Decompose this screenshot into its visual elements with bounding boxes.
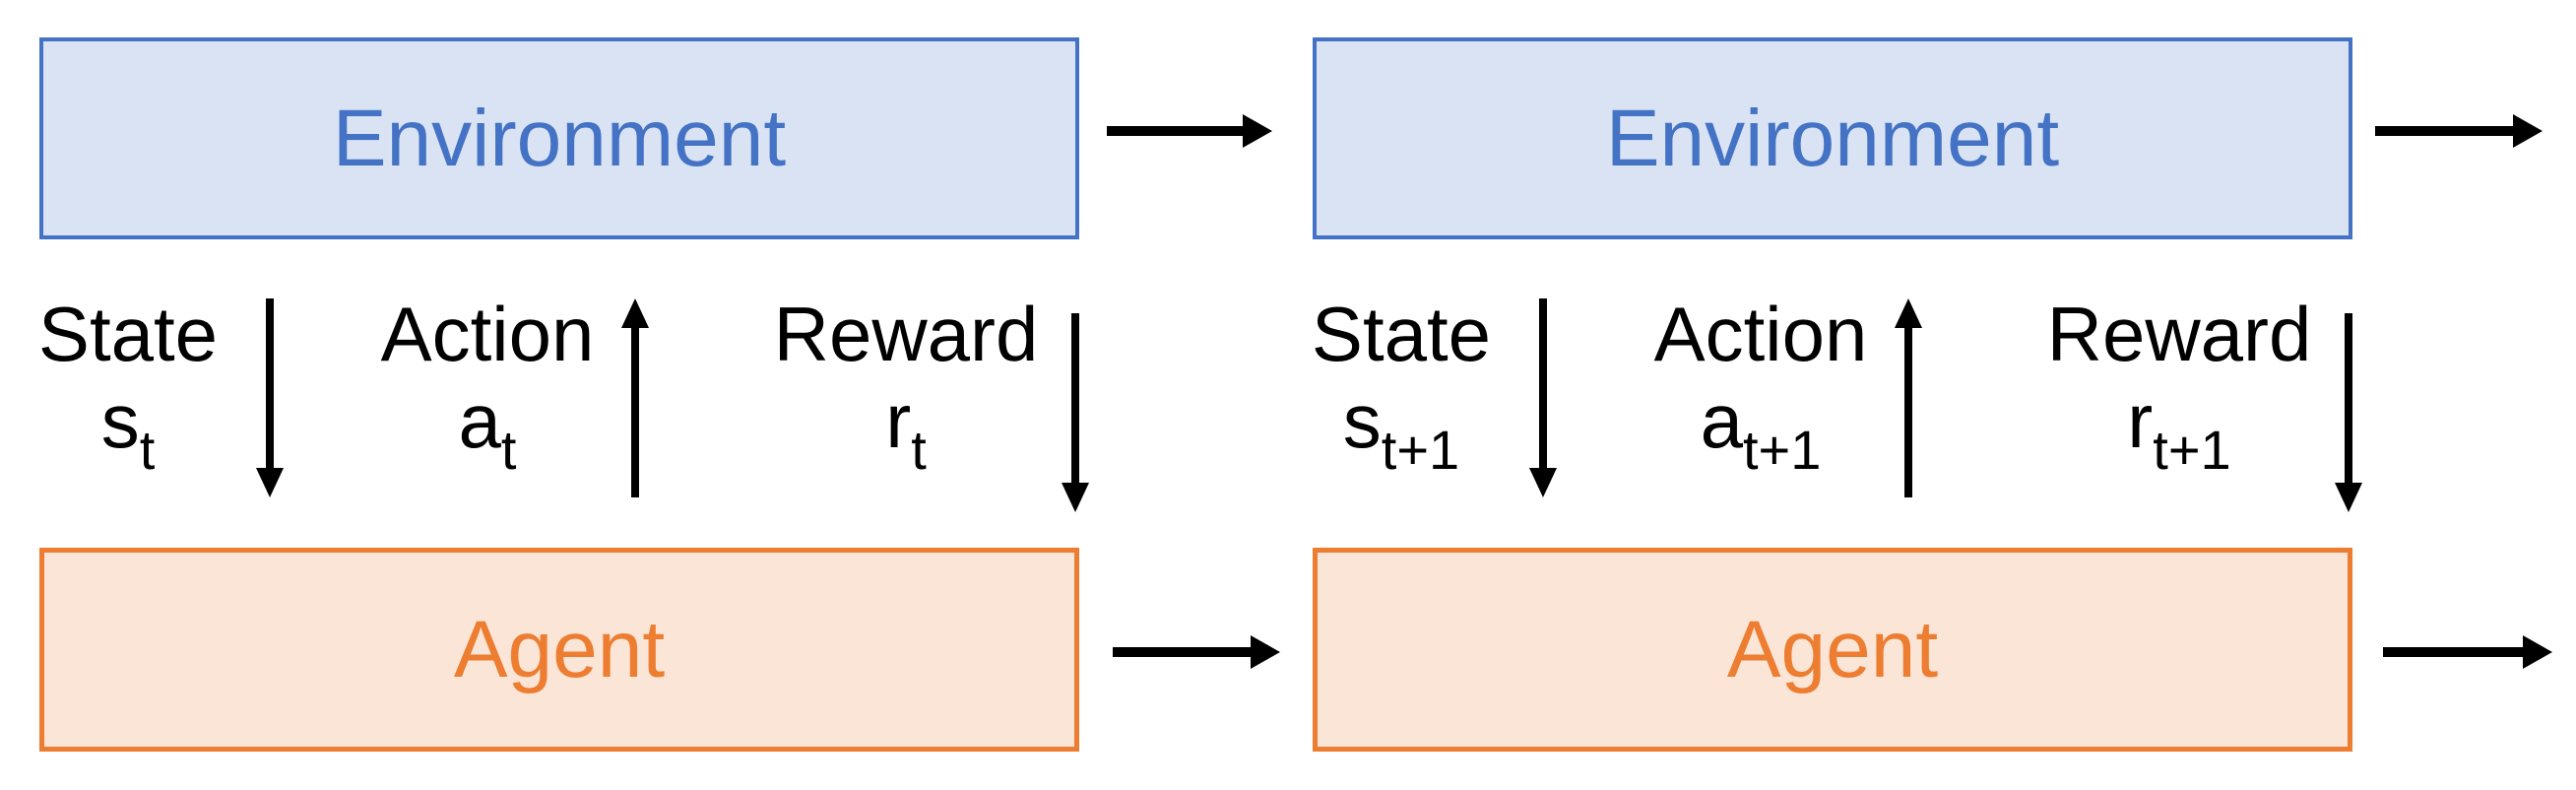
arrow-head [1529,468,1557,497]
arrow-head [1895,298,1922,328]
reward-symbol: rt+1 [2127,377,2231,481]
arrow-head [621,298,649,328]
arrow-head [2513,114,2543,148]
arrow-shaft [266,298,274,472]
agent-box-t: Agent [39,548,1079,752]
arrow-shaft [631,324,639,497]
reward-name: Reward [2046,291,2312,377]
state-symbol: st+1 [1342,377,1460,481]
environment-box-t: Environment [39,37,1079,239]
reward-arrow-down-t [1062,313,1089,512]
state-label-t1: State st+1 [1283,291,1519,481]
arrow-shaft [2375,126,2515,136]
agent-transition-arrow [1113,635,1280,669]
arrow-head [1251,635,1280,669]
arrow-head [256,468,284,497]
agent-label: Agent [1726,604,1939,694]
reward-symbol: rt [885,377,927,481]
reward-name: Reward [773,291,1039,377]
arrow-shaft [2345,313,2352,487]
action-label-t: Action at [350,291,625,481]
arrow-shaft [1904,324,1912,497]
arrow-head [1062,483,1089,512]
environment-label: Environment [332,93,787,183]
action-arrow-up-t [621,298,649,497]
agent-continue-arrow [2383,635,2552,669]
reward-arrow-down-t1 [2335,313,2362,512]
action-arrow-up-t1 [1895,298,1922,497]
state-arrow-down-t1 [1529,298,1557,497]
environment-transition-arrow [1107,114,1272,148]
arrow-shaft [2383,647,2525,657]
action-name: Action [1653,291,1868,377]
state-name: State [1311,291,1492,377]
state-symbol: st [100,377,156,481]
arrow-shaft [1113,647,1253,657]
environment-box-t1: Environment [1313,37,2352,239]
state-label-t: State st [10,291,246,481]
agent-label: Agent [453,604,666,694]
action-symbol: at+1 [1700,377,1822,481]
action-symbol: at [458,377,517,481]
action-name: Action [380,291,595,377]
state-name: State [37,291,219,377]
arrow-head [2335,483,2362,512]
state-arrow-down-t [256,298,284,497]
environment-continue-arrow [2375,114,2543,148]
environment-label: Environment [1605,93,2060,183]
arrow-head [1243,114,1272,148]
arrow-head [2523,635,2552,669]
arrow-shaft [1539,298,1547,472]
action-label-t1: Action at+1 [1623,291,1899,481]
reward-label-t: Reward rt [758,291,1054,481]
arrow-shaft [1071,313,1079,487]
reward-label-t1: Reward rt+1 [2031,291,2327,481]
arrow-shaft [1107,126,1245,136]
agent-box-t1: Agent [1313,548,2352,752]
